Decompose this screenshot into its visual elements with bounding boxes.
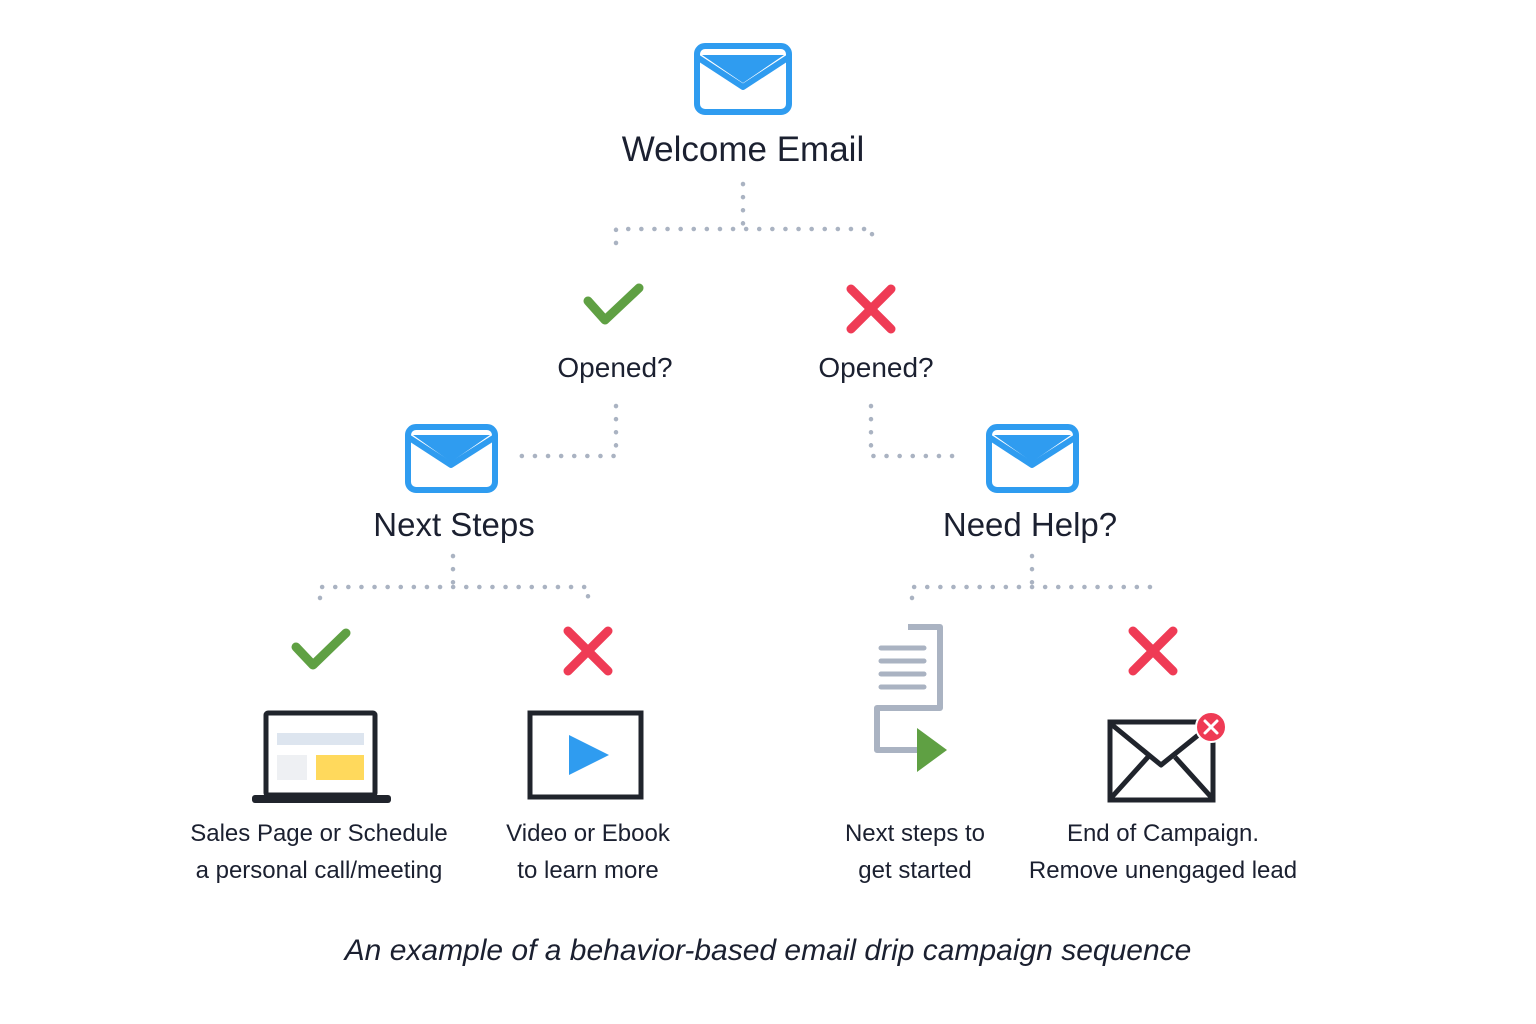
cross-icon [846, 284, 896, 334]
connector-not-opened-to-need-help [868, 403, 966, 459]
email-icon [694, 43, 792, 115]
leaf-line-2: a personal call/meeting [195, 857, 443, 884]
check-icon [291, 628, 351, 670]
document-arrow-icon [874, 624, 947, 772]
connector-opened-to-next-steps [518, 403, 619, 459]
laptop-icon [252, 710, 391, 803]
leaf-line-2: Remove unengaged lead [1028, 857, 1298, 884]
welcome-email-label: Welcome Email [621, 130, 865, 169]
check-icon [583, 283, 644, 325]
leaf-line-2: get started [858, 857, 972, 884]
leaf-next-steps-label: Next steps to get started [845, 815, 985, 889]
connectors [317, 181, 1155, 601]
opened-no-label: Opened? [818, 352, 934, 383]
next-steps-label: Next Steps [373, 506, 535, 543]
cross-icon [563, 626, 613, 676]
diagram-caption: An example of a behavior-based email dri… [344, 934, 1192, 967]
leaf-line-1: Next steps to [844, 820, 986, 847]
connector-need-help-to-leaves [909, 553, 1155, 601]
leaf-video-ebook-label: Video or Ebook to learn more [506, 815, 670, 889]
email-icon [986, 424, 1079, 493]
leaf-line-1: Sales Page or Schedule [190, 820, 448, 847]
cross-icon [1128, 626, 1178, 676]
email-icon [405, 424, 498, 493]
leaf-line-2: to learn more [517, 857, 659, 884]
leaf-end-campaign-label: End of Campaign. Remove unengaged lead [1029, 815, 1297, 889]
envelope-cancel-icon [1107, 711, 1227, 803]
need-help-label: Need Help? [942, 506, 1118, 543]
video-icon [527, 710, 644, 800]
opened-yes-label: Opened? [557, 352, 673, 383]
leaf-line-1: End of Campaign. [1066, 820, 1260, 847]
leaf-line-1: Video or Ebook [506, 820, 670, 847]
connector-root-to-branches [613, 181, 875, 246]
leaf-sales-page-label: Sales Page or Schedule a personal call/m… [190, 815, 448, 889]
connector-next-steps-to-leaves [317, 553, 591, 601]
